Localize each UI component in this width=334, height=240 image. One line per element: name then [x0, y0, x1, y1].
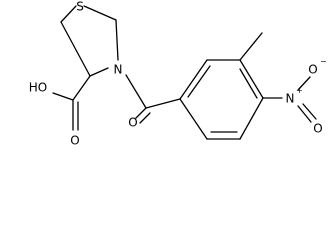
atom-label-ring-nitrogen: N [114, 63, 123, 77]
bond-carbonyl-o-b [139, 112, 151, 124]
carboxylic-acid-group [52, 75, 91, 131]
thiazolidine-ring [60, 5, 119, 77]
molecule-structure-diagram: S N O HO O N + O − O [29, 0, 327, 148]
bond-nitro-o-minus [297, 76, 311, 91]
bond-ar-inner-a [187, 65, 211, 98]
charge-nitro-nitrogen-plus: + [296, 86, 303, 95]
bond-ar-3-4 [239, 59, 264, 99]
bond-c2-n [115, 19, 119, 61]
bond-c4-n [89, 67, 109, 77]
bond-n-carbonyl [125, 74, 147, 109]
atom-label-sulfur: S [76, 0, 84, 14]
bond-ar-4-5 [239, 97, 264, 140]
bond-c5-c4 [60, 21, 91, 77]
bond-s-c5 [60, 5, 77, 23]
charge-nitro-oxygen-minus: − [320, 57, 327, 66]
bond-ar-6-1 [179, 98, 208, 140]
bond-ar-1-2 [179, 59, 208, 100]
bond-methyl [239, 32, 263, 61]
atom-label-nitro-oxygen-double: O [313, 122, 322, 136]
amide-carbonyl-group [125, 74, 181, 124]
atom-label-carbonyl-oxygen: O [128, 116, 137, 130]
atom-label-acid-oxygen: O [70, 134, 79, 148]
bond-carbonyl-ring [145, 98, 181, 109]
bond-nitro-o-double-b [302, 103, 317, 120]
benzene-ring [179, 59, 264, 140]
substituents [239, 32, 317, 123]
bond-ar-inner-b [239, 68, 258, 99]
atom-label-nitro-nitrogen: N [286, 92, 295, 106]
bond-c-oh [52, 92, 74, 101]
atom-label-nitro-oxygen-minus: O [308, 63, 317, 77]
bond-carbonyl-o-a [135, 107, 147, 119]
atom-label-hydroxyl: HO [29, 81, 47, 95]
bond-c4-cooh [72, 75, 91, 101]
bond-nitro-o-double-a [297, 105, 312, 123]
bond-s-c2 [83, 5, 117, 21]
